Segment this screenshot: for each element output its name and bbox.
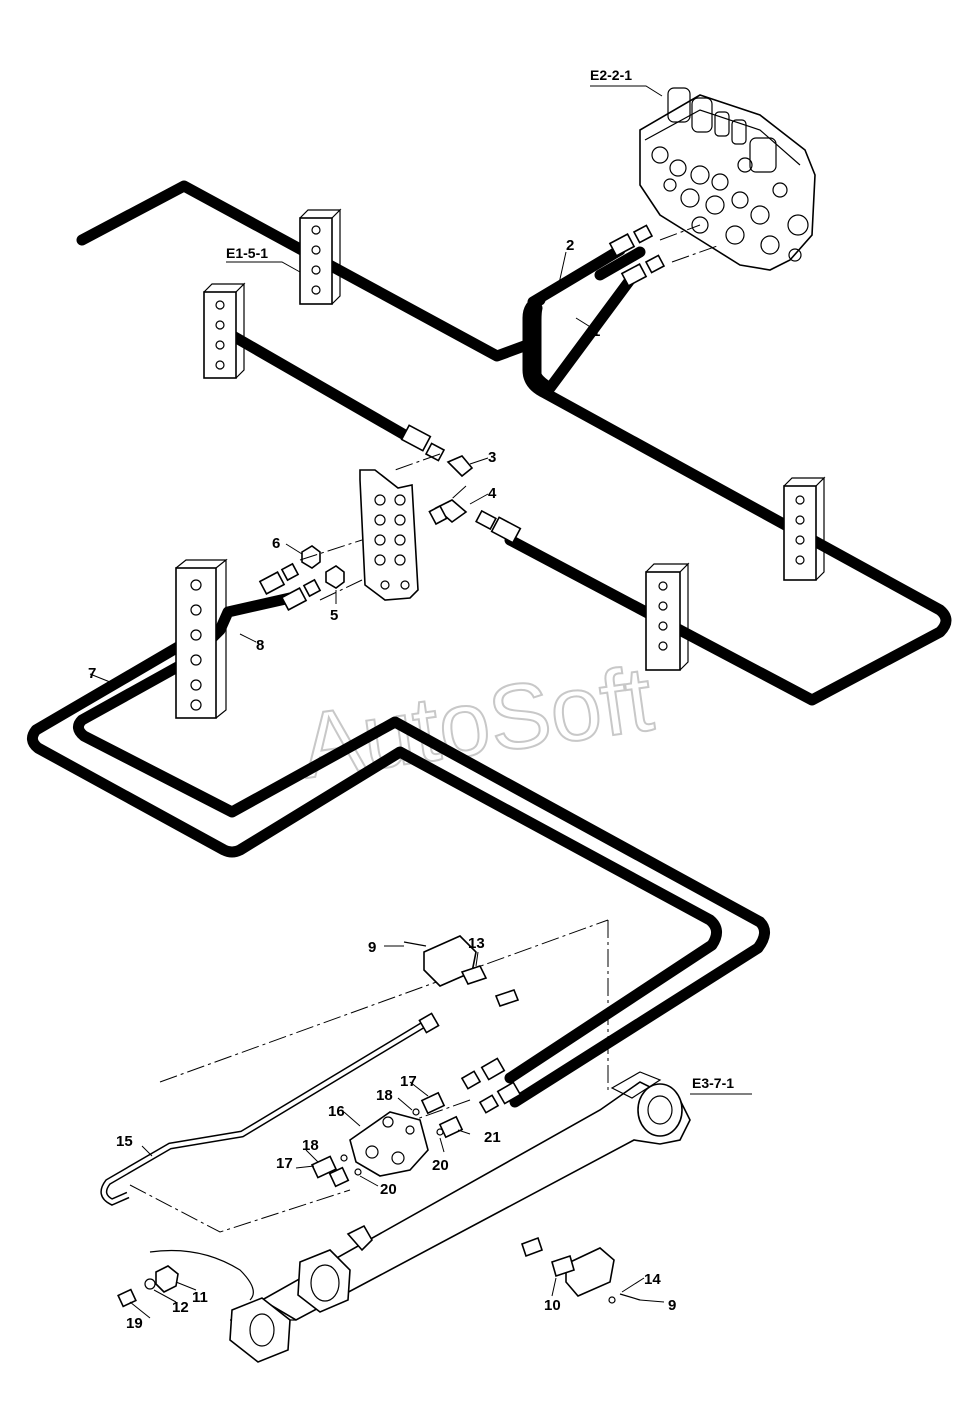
hose-1[interactable]: [530, 274, 636, 394]
callout-9-upper: 9: [368, 939, 376, 956]
clamp-block-e1-5-1[interactable]: [299, 208, 342, 305]
cap-nut-11[interactable]: [155, 1265, 179, 1293]
mounting-bracket[interactable]: [359, 469, 419, 601]
callout-10: 10: [544, 1297, 561, 1314]
callout-11: 11: [192, 1289, 208, 1306]
pipe-clamp-upper[interactable]: [403, 935, 520, 1007]
callout-13: 13: [468, 935, 485, 952]
hose-7[interactable]: [27, 634, 722, 1084]
elbow-fitting-lower[interactable]: [346, 1224, 373, 1252]
hose-end-fitting[interactable]: [608, 224, 666, 287]
callout-19: 19: [126, 1315, 143, 1332]
pipe-clamp-lower[interactable]: [520, 1236, 641, 1304]
elbow-fitting-3[interactable]: [446, 455, 474, 478]
callout-4: 4: [488, 485, 497, 502]
clamp-block-left[interactable]: [203, 282, 246, 379]
hose-end-fitting-8[interactable]: [258, 562, 322, 611]
pipe-15[interactable]: [100, 1012, 440, 1206]
callout-18-upper: 18: [376, 1087, 393, 1104]
seal-12[interactable]: [144, 1278, 156, 1290]
callout-16: 16: [328, 1103, 345, 1120]
ref-label-valve: E2-2-1: [590, 67, 632, 83]
elbow-fitting-4[interactable]: [428, 499, 468, 526]
hose-end-fittings-lower[interactable]: [460, 1057, 522, 1114]
control-valve[interactable]: [639, 87, 816, 271]
hose-1-2-segment[interactable]: [594, 246, 646, 281]
clamp-block-center[interactable]: [645, 562, 690, 671]
callout-15: 15: [116, 1133, 133, 1150]
callout-8: 8: [256, 637, 264, 654]
callout-20-lower: 20: [380, 1181, 397, 1198]
hydraulic-cylinder-e3-7-1[interactable]: [230, 1071, 691, 1321]
adapter-17-lower[interactable]: [310, 1155, 350, 1188]
callout-14: 14: [644, 1271, 661, 1288]
callout-21: 21: [484, 1129, 501, 1146]
callout-20-upper: 20: [432, 1157, 449, 1174]
hose-end-fitting-4[interactable]: [475, 509, 522, 544]
adapter-17-upper[interactable]: [420, 1091, 446, 1115]
cylinder-rod-end[interactable]: [229, 1249, 351, 1363]
hose-2[interactable]: [522, 294, 952, 706]
ref-label-clamp: E1-5-1: [226, 245, 268, 261]
callout-18-lower: 18: [302, 1137, 319, 1154]
clamp-block-right[interactable]: [783, 476, 826, 581]
plug-19[interactable]: [117, 1288, 137, 1308]
adapter-21[interactable]: [438, 1115, 464, 1139]
nut-6[interactable]: [301, 545, 321, 569]
callout-3: 3: [488, 449, 496, 466]
watermark-text: AutoSoft: [295, 648, 659, 798]
ref-label-cylinder: E3-7-1: [692, 1075, 734, 1091]
callout-7: 7: [88, 665, 96, 682]
leader-lines: [89, 85, 752, 1319]
clamp-block-large[interactable]: [175, 558, 228, 719]
callout-6: 6: [272, 535, 280, 552]
callout-1: 1: [592, 323, 600, 340]
hose-tube-to-fitting-3[interactable]: [220, 326, 416, 444]
callout-5: 5: [330, 607, 338, 624]
callout-9-lower: 9: [668, 1297, 676, 1314]
o-rings[interactable]: [340, 1108, 444, 1176]
callout-17-lower: 17: [276, 1155, 293, 1172]
manifold-block-16[interactable]: [349, 1111, 429, 1177]
callout-2: 2: [566, 237, 574, 254]
hose-8[interactable]: [73, 592, 770, 1108]
callout-12: 12: [172, 1299, 189, 1316]
callout-17-upper: 17: [400, 1073, 417, 1090]
nut-5[interactable]: [325, 565, 345, 589]
hose-end-fitting-3[interactable]: [400, 424, 446, 462]
